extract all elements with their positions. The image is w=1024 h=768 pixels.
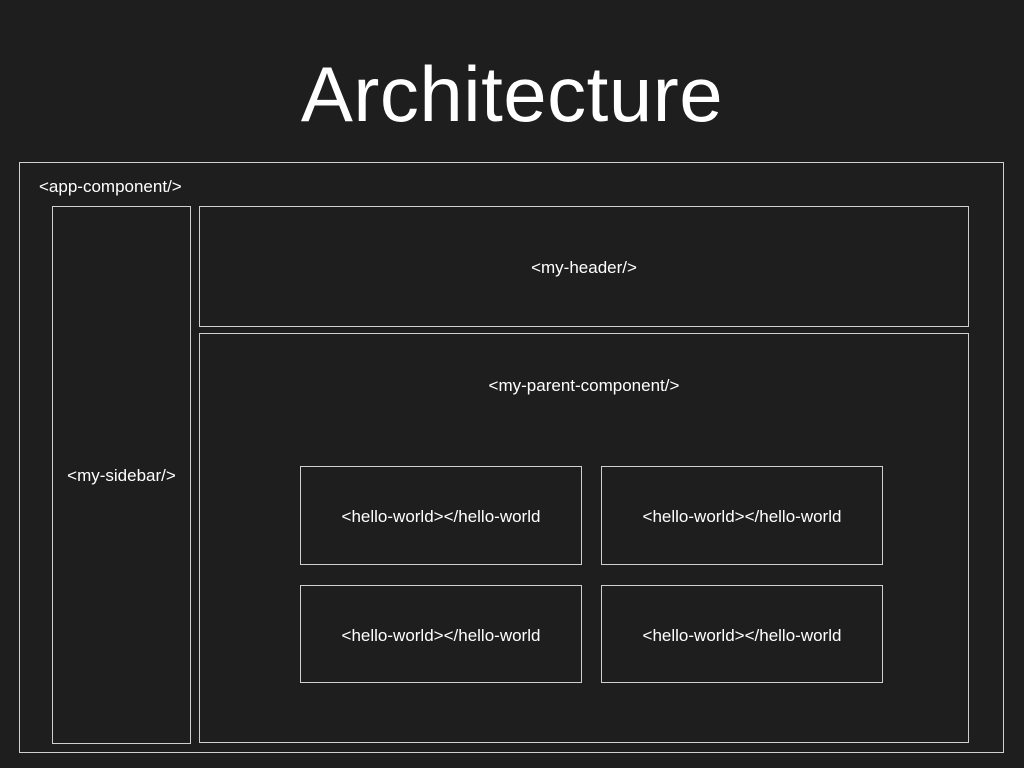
my-header-label: <my-header/>: [531, 258, 637, 277]
my-parent-component-label: <my-parent-component/>: [488, 376, 680, 395]
hello-world-box-3: <hello-world></hello-world: [300, 585, 582, 683]
my-header-box: <my-header/>: [199, 206, 969, 327]
hello-world-box-1: <hello-world></hello-world: [300, 466, 582, 565]
hello-world-label-1: <hello-world></hello-world: [341, 507, 541, 526]
my-sidebar-box: <my-sidebar/>: [52, 206, 191, 744]
page-title: Architecture: [300, 50, 724, 138]
my-parent-component-box: <my-parent-component/> <hello-world></he…: [199, 333, 969, 743]
hello-world-box-4: <hello-world></hello-world: [601, 585, 883, 683]
hello-world-box-2: <hello-world></hello-world: [601, 466, 883, 565]
app-component-box: <app-component/> <my-sidebar/> <my-heade…: [19, 162, 1004, 753]
my-sidebar-label: <my-sidebar/>: [67, 466, 176, 485]
hello-world-label-2: <hello-world></hello-world: [642, 507, 842, 526]
hello-world-label-4: <hello-world></hello-world: [642, 626, 842, 645]
app-component-label: <app-component/>: [39, 177, 182, 196]
hello-world-label-3: <hello-world></hello-world: [341, 626, 541, 645]
